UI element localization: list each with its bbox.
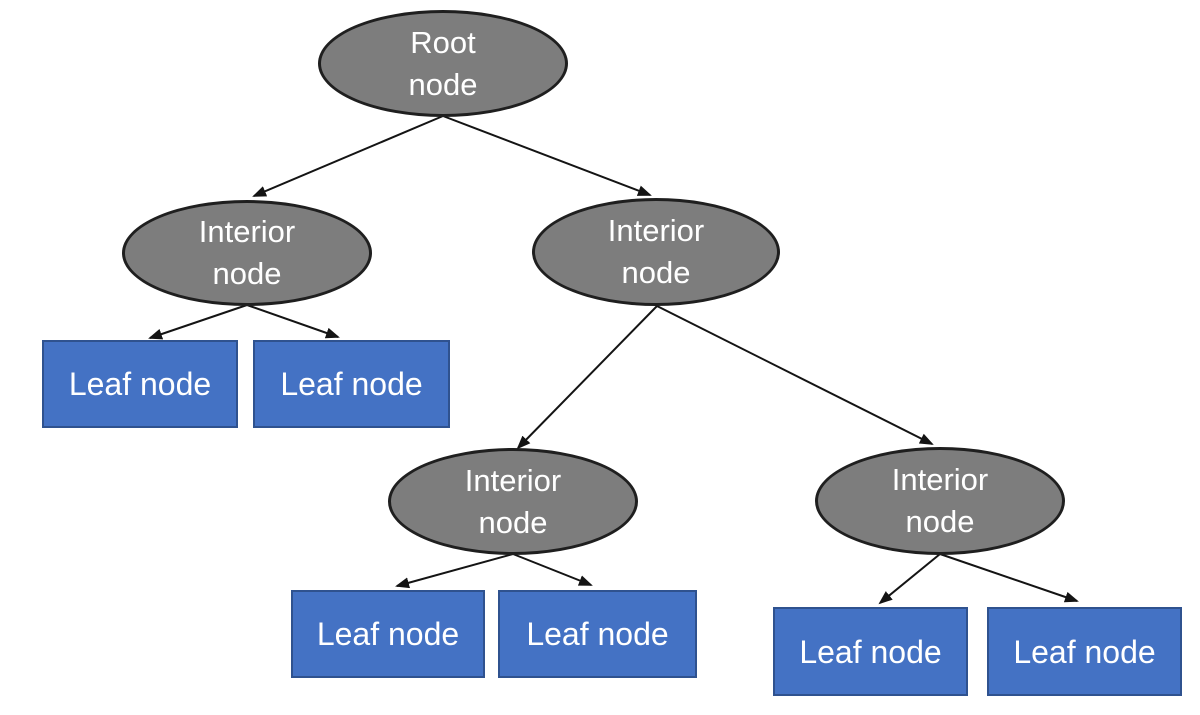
edge-interior-left-to-leaf-2 [246, 304, 340, 339]
leaf-node-2-label: Leaf node [280, 366, 423, 402]
edge-interior-right-to-interior-bottom-left [516, 305, 658, 450]
leaf-node-4: Leaf node [498, 590, 697, 678]
edge-interior-bottom-right-to-leaf-6 [939, 553, 1079, 603]
interior-node-bottom-right: Interior node [815, 447, 1065, 555]
leaf-node-1-label: Leaf node [68, 366, 212, 402]
leaf-node-6-label: Leaf node [1013, 633, 1156, 670]
leaf-node-2: Leaf node [253, 340, 450, 428]
interior-node-left-label: Interior node [198, 214, 296, 291]
leaf-node-3-label: Leaf node [316, 616, 460, 652]
edge-interior-bottom-left-to-leaf-3 [395, 553, 514, 589]
edge-interior-right-to-interior-bottom-right [656, 305, 934, 445]
edge-interior-bottom-right-to-leaf-5 [878, 553, 941, 605]
interior-node-right: Interior node [532, 198, 780, 306]
leaf-node-5-label: Leaf node [799, 633, 942, 670]
interior-node-left: Interior node [122, 200, 372, 306]
leaf-node-3: Leaf node [291, 590, 485, 678]
edge-interior-left-to-leaf-1 [148, 304, 248, 340]
leaf-node-4-label: Leaf node [526, 616, 669, 652]
leaf-node-6: Leaf node [987, 607, 1182, 696]
leaf-node-5: Leaf node [773, 607, 968, 696]
root-node: Root node [318, 10, 568, 117]
interior-node-bottom-left: Interior node [388, 448, 638, 555]
root-node-label: Root node [408, 24, 478, 102]
leaf-node-1: Leaf node [42, 340, 238, 428]
edge-root-to-interior-left [252, 115, 444, 197]
edge-interior-bottom-left-to-leaf-4 [512, 553, 593, 586]
interior-node-bottom-right-label: Interior node [891, 462, 989, 539]
interior-node-bottom-left-label: Interior node [464, 462, 562, 540]
edge-root-to-interior-right [442, 115, 652, 196]
interior-node-right-label: Interior node [607, 213, 705, 290]
